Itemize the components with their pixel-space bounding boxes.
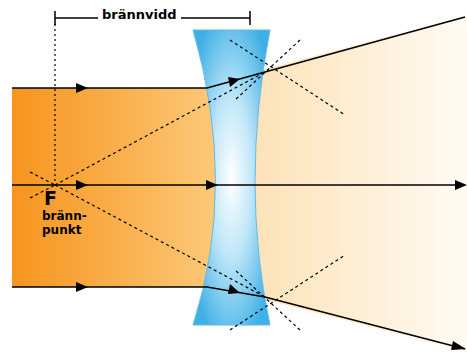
focal-point-label: bränn- punkt — [42, 210, 94, 238]
dimension-label: brännvidd — [98, 8, 181, 23]
focal-point-symbol: F — [44, 188, 57, 210]
ray-arrows — [76, 77, 467, 350]
light-rays — [12, 17, 465, 349]
incoming-beam — [12, 88, 217, 287]
focal-marker — [54, 24, 55, 185]
